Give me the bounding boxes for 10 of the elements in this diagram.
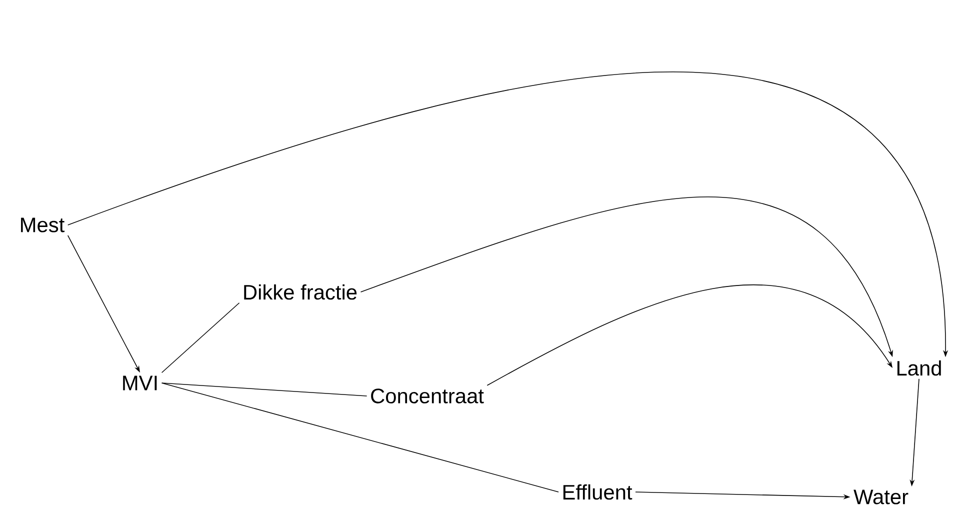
connector-line (161, 302, 240, 374)
node-label: Mest (21, 218, 64, 232)
node-label: Land (897, 360, 941, 376)
node-label: Dikke fractie (244, 284, 357, 300)
connector-line (161, 382, 368, 396)
node-label: Water (854, 490, 908, 504)
node-label: MVI (123, 376, 157, 390)
node-label: Concentraat (371, 388, 484, 404)
connector-line (161, 382, 559, 492)
node-label: Effluent (563, 484, 632, 500)
